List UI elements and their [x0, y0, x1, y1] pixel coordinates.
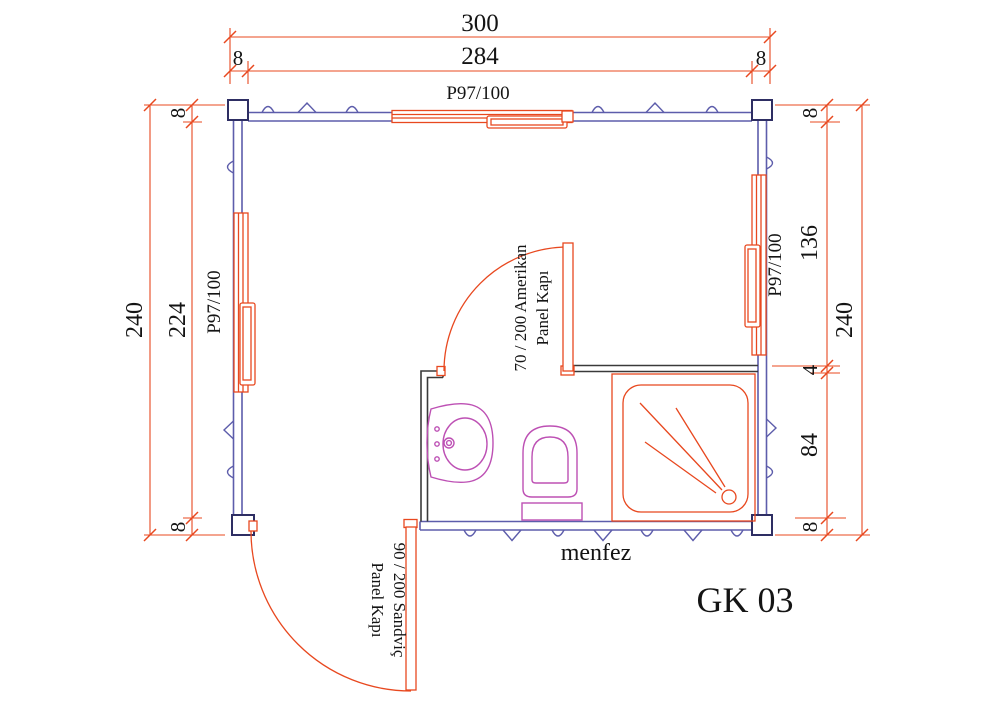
- dimension-left: 240 8 224 8: [122, 98, 225, 542]
- partition-vertical: [420, 370, 444, 522]
- window-left-sash-inner: [242, 306, 252, 381]
- dim-right-seg3-text: 4: [798, 364, 822, 375]
- dim-left-seg2-text: 224: [165, 302, 191, 338]
- dim-left-seg1-text: 8: [166, 108, 190, 119]
- dim-right-extension-lines: [772, 104, 870, 536]
- exterior-door-latch-jamb: [248, 520, 258, 532]
- corner-post-top-left: [227, 99, 249, 121]
- window-right: P97/100: [744, 174, 786, 356]
- dim-right-ticks: [820, 98, 869, 542]
- partition-horizontal: [572, 364, 758, 373]
- sink-faucet-inner: [445, 439, 453, 447]
- dim-right-seg4-text: 84: [797, 433, 823, 457]
- dim-left-seg3-text: 8: [166, 522, 190, 533]
- corner-post-bottom-right: [751, 514, 773, 536]
- sink-outer: [426, 402, 494, 484]
- bathroom-partitions: [420, 364, 758, 522]
- window-right-label: P97/100: [765, 233, 786, 296]
- corner-post-top-right: [751, 99, 773, 121]
- shower-spray-lines: [639, 402, 726, 494]
- dim-top-extension-lines: [229, 28, 771, 84]
- window-left: P97/100: [204, 212, 256, 393]
- interior-door-leaf: [562, 242, 574, 372]
- dim-left-extension-lines: [144, 104, 225, 536]
- right-wall-joint-marks: [766, 156, 778, 479]
- shower-outer-rim: [611, 373, 756, 522]
- exterior-door-leaf: [405, 526, 417, 691]
- sink-tap-hole-3: [434, 456, 440, 462]
- bottom-wall: [419, 520, 752, 531]
- interior-door: 70 / 200 Amerikan Panel Kapı: [436, 242, 575, 377]
- dim-top-ticks: [223, 30, 777, 78]
- toilet: [521, 425, 583, 521]
- exterior-door-swing-arc: [250, 530, 412, 692]
- sink-faucet-outer: [443, 437, 455, 449]
- shower-drain: [721, 489, 737, 505]
- shower-inner-basin: [622, 384, 749, 513]
- toilet-bowl-outer: [522, 425, 578, 498]
- dim-left-total-text: 240: [122, 302, 148, 338]
- interior-door-swing-arc: [443, 246, 569, 372]
- shower-tray: [611, 373, 756, 522]
- window-top-end-cap: [561, 110, 574, 123]
- sink-basin: [442, 417, 488, 471]
- dimension-right: 8 136 4 84 8 240: [772, 98, 870, 542]
- vent-label: menfez: [561, 540, 632, 566]
- interior-door-label-line1: 70 / 200 Amerikan: [511, 244, 530, 372]
- toilet-cistern: [521, 502, 583, 521]
- top-wall-joint-marks: [261, 101, 719, 113]
- interior-door-label-line2: Panel Kapı: [533, 270, 552, 345]
- exterior-door: 90 / 200 Sandviç Panel Kapı: [248, 518, 418, 692]
- dim-right-seg2-text: 136: [797, 225, 823, 261]
- sink-tap-hole-1: [434, 426, 440, 432]
- interior-door-latch-jamb: [436, 365, 446, 377]
- exterior-door-label-line2: Panel Kapı: [368, 562, 387, 637]
- dim-top-seg2-text: 284: [461, 43, 499, 70]
- window-top-sash: [486, 115, 568, 129]
- sink-tap-hole-2: [434, 441, 440, 447]
- dim-top-seg1-text: 8: [233, 46, 244, 70]
- window-top: P97/100: [391, 83, 574, 129]
- dim-right-seg5-text: 8: [798, 522, 822, 533]
- window-right-sash-inner: [747, 248, 757, 323]
- dim-right-total-text: 240: [832, 302, 858, 338]
- dim-top-seg3-text: 8: [756, 46, 767, 70]
- dim-right-seg1-text: 8: [798, 108, 822, 119]
- exterior-door-label-line1: 90 / 200 Sandviç: [390, 543, 409, 658]
- window-left-label: P97/100: [204, 270, 225, 333]
- toilet-bowl-inner: [531, 436, 569, 484]
- sink: [426, 402, 494, 484]
- window-right-sash: [744, 244, 761, 328]
- plan-code-title: GK 03: [697, 580, 794, 620]
- window-top-label: P97/100: [446, 83, 509, 104]
- left-wall-joint-marks: [222, 160, 234, 479]
- exterior-walls: [222, 99, 778, 542]
- bottom-wall-vent-marks: [463, 529, 744, 542]
- exterior-door-hinge-jamb: [403, 518, 418, 529]
- dim-top-total-text: 300: [461, 10, 499, 37]
- dim-left-ticks: [143, 98, 199, 542]
- window-left-sash: [239, 302, 256, 386]
- dimension-top: 300 8 284 8: [223, 10, 777, 84]
